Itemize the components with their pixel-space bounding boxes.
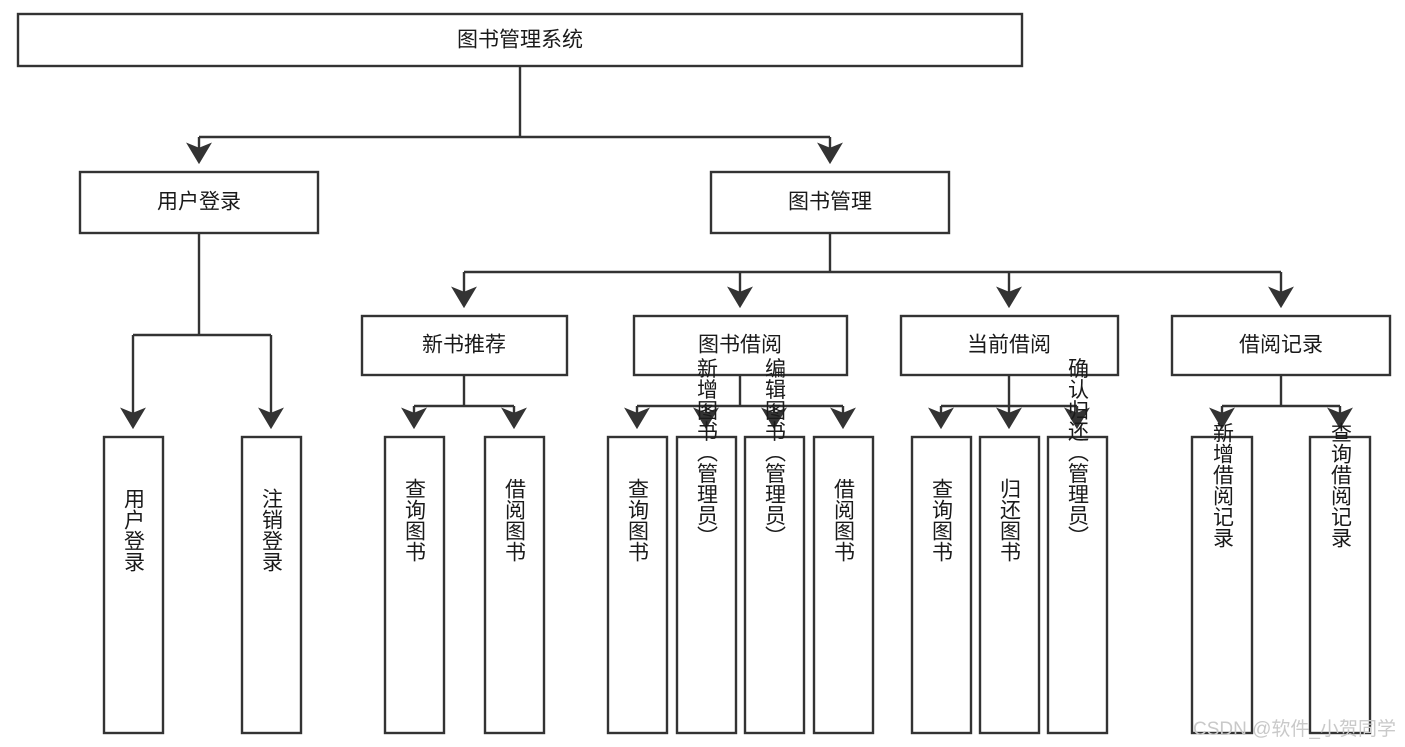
leaf-book-borrow-3-label: 编辑图书（管理员） xyxy=(763,358,787,547)
node-book-borrow-box xyxy=(632,314,849,377)
leaf-new-book-1[interactable]: 查询图书 xyxy=(383,435,446,735)
watermark-text: CSDN @软件_小贺同学 xyxy=(1193,718,1396,740)
leaf-current-borrow-2[interactable]: 归还图书 xyxy=(978,435,1041,735)
leaf-new-book-2-label: 借阅图书 xyxy=(503,478,527,562)
leaf-user-login-1-label: 用户登录 xyxy=(122,488,146,572)
leaf-user-login-2-label: 注销登录 xyxy=(260,488,284,572)
leaf-new-book-2-box xyxy=(483,435,546,735)
leaf-current-borrow-1-label: 查询图书 xyxy=(930,478,954,562)
leaf-current-borrow-2-box xyxy=(978,435,1041,735)
leaf-book-borrow-2-box xyxy=(675,435,738,735)
leaf-book-borrow-1-label: 查询图书 xyxy=(626,478,650,562)
leaf-book-borrow-3[interactable]: 编辑图书（管理员） xyxy=(743,358,806,735)
node-user-login-label: 用户登录 xyxy=(157,191,241,214)
connectors xyxy=(120,66,1353,430)
leaf-user-login-2-box xyxy=(240,435,303,735)
leaf-user-login-1[interactable]: 用户登录 xyxy=(102,435,165,735)
leaf-book-borrow-2-label: 新增图书（管理员） xyxy=(695,358,719,547)
node-book-borrow-label: 图书借阅 xyxy=(698,334,782,357)
leaf-borrow-record-1-box xyxy=(1190,435,1254,735)
leaf-book-borrow-4[interactable]: 借阅图书 xyxy=(812,435,875,735)
leaf-borrow-record-1-label: 新增借阅记录 xyxy=(1211,422,1235,548)
node-borrow-record-label: 借阅记录 xyxy=(1239,334,1323,357)
node-root[interactable]: 图书管理系统 xyxy=(16,12,1024,68)
leaf-book-borrow-4-label: 借阅图书 xyxy=(832,478,856,562)
leaf-borrow-record-1[interactable]: 新增借阅记录 xyxy=(1190,422,1254,735)
leaf-borrow-record-2-box xyxy=(1308,435,1372,735)
node-root-label: 图书管理系统 xyxy=(457,29,583,52)
node-book-manage-label: 图书管理 xyxy=(788,191,872,214)
node-user-login-box xyxy=(78,170,320,235)
leaf-book-borrow-4-box xyxy=(812,435,875,735)
leaf-borrow-record-2[interactable]: 查询借阅记录 xyxy=(1308,422,1372,735)
leaf-book-borrow-3-box xyxy=(743,435,806,735)
leaf-book-borrow-2[interactable]: 新增图书（管理员） xyxy=(675,358,738,735)
node-new-book-recommend-label: 新书推荐 xyxy=(422,334,506,357)
node-book-manage[interactable]: 图书管理 xyxy=(709,170,951,235)
node-current-borrow-box xyxy=(899,314,1120,377)
node-book-borrow[interactable]: 图书借阅 xyxy=(632,314,849,377)
leaf-new-book-1-label: 查询图书 xyxy=(403,478,427,562)
node-current-borrow[interactable]: 当前借阅 xyxy=(899,314,1120,377)
leaf-current-borrow-3-label: 确认归还（管理员） xyxy=(1066,358,1090,547)
node-borrow-record-box xyxy=(1170,314,1392,377)
leaf-current-borrow-3[interactable]: 确认归还（管理员） xyxy=(1046,358,1109,735)
leaf-user-login-2[interactable]: 注销登录 xyxy=(240,435,303,735)
node-borrow-record[interactable]: 借阅记录 xyxy=(1170,314,1392,377)
leaf-current-borrow-1-box xyxy=(910,435,973,735)
leaf-book-borrow-1[interactable]: 查询图书 xyxy=(606,435,669,735)
leaf-current-borrow-2-label: 归还图书 xyxy=(998,478,1022,562)
node-user-login[interactable]: 用户登录 xyxy=(78,170,320,235)
node-book-manage-box xyxy=(709,170,951,235)
leaf-new-book-2[interactable]: 借阅图书 xyxy=(483,435,546,735)
leaf-borrow-record-2-label: 查询借阅记录 xyxy=(1329,422,1353,548)
node-root-box xyxy=(16,12,1024,68)
node-new-book-recommend-box xyxy=(360,314,569,377)
leaf-current-borrow-1[interactable]: 查询图书 xyxy=(910,435,973,735)
node-new-book-recommend[interactable]: 新书推荐 xyxy=(360,314,569,377)
leaf-book-borrow-1-box xyxy=(606,435,669,735)
leaf-user-login-1-box xyxy=(102,435,165,735)
node-current-borrow-label: 当前借阅 xyxy=(967,334,1051,357)
leaf-new-book-1-box xyxy=(383,435,446,735)
leaf-current-borrow-3-box xyxy=(1046,435,1109,735)
